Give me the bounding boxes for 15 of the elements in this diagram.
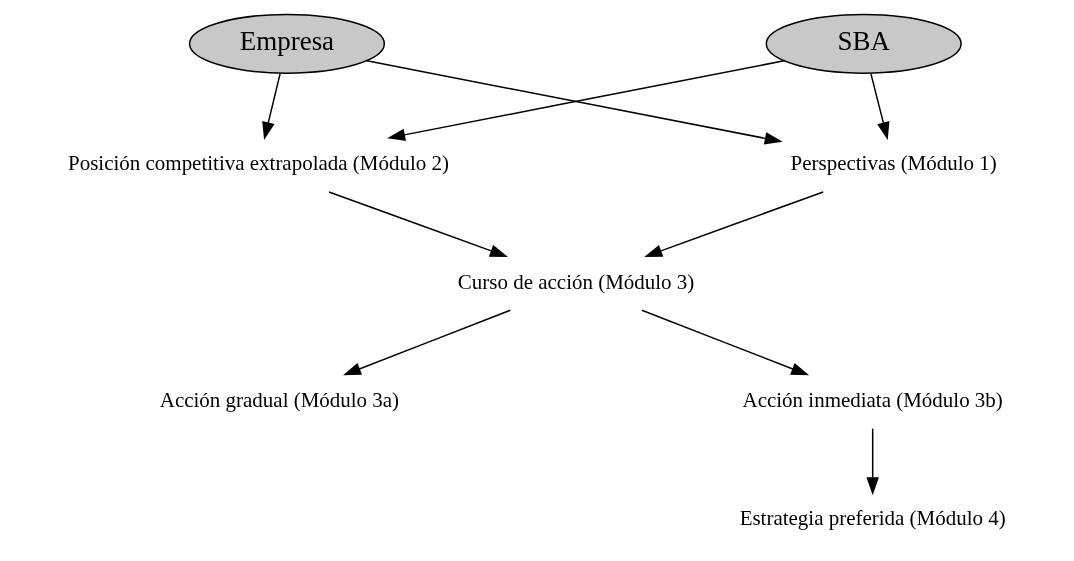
node-text: Acción gradual (Módulo 3a) (159, 388, 399, 413)
arrow (869, 73, 889, 141)
node-ellipse: Empresa (188, 13, 385, 74)
arrow (643, 191, 824, 257)
node-text: Acción inmediata (Módulo 3b) (742, 388, 1003, 413)
arrow (342, 309, 511, 376)
arrow (327, 191, 508, 257)
node-text: Estrategia preferida (Módulo 4) (739, 506, 1006, 531)
arrow (640, 309, 809, 376)
arrow (865, 427, 879, 496)
arrow (261, 73, 281, 141)
node-text: Curso de acción (Módulo 3) (457, 269, 694, 294)
node-ellipse: SBA (765, 13, 962, 74)
node-text: Perspectivas (Módulo 1) (790, 151, 997, 176)
node-text: Posición competitiva extrapolada (Módulo 2) (67, 151, 449, 176)
